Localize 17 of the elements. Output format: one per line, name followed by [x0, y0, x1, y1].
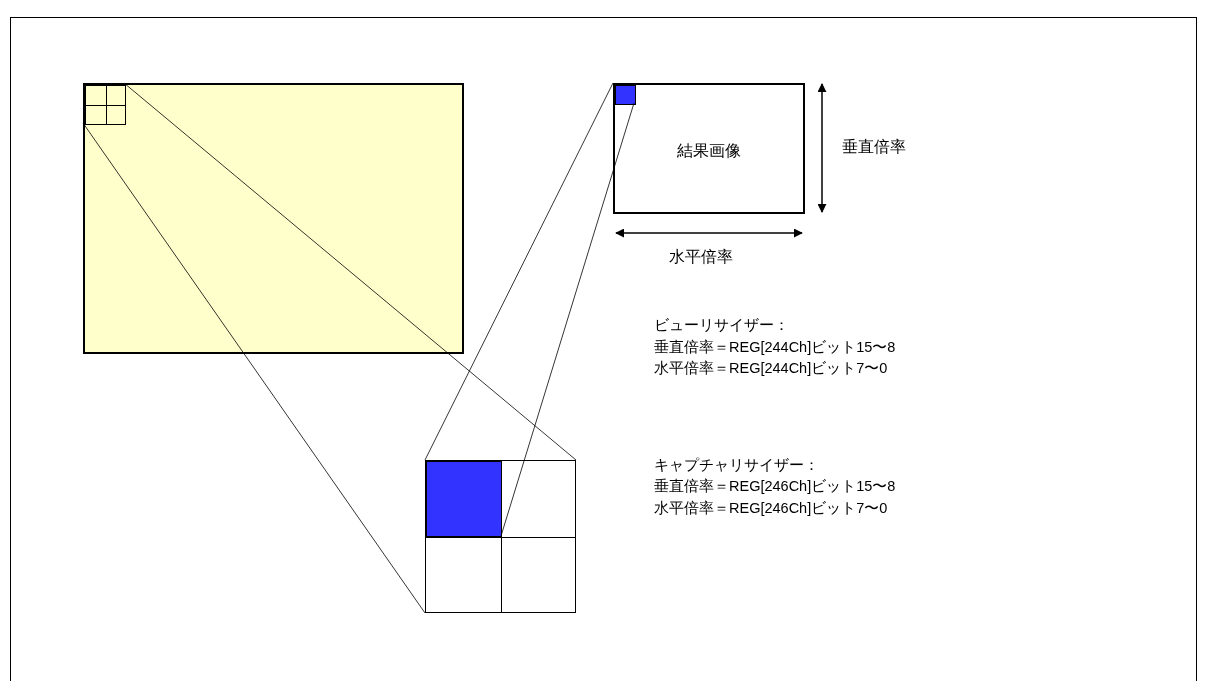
pixel-cell — [426, 461, 502, 537]
note-text: 水平倍率＝REG[244Ch]ビット7〜0 — [654, 361, 888, 376]
source-image — [83, 83, 464, 354]
enlarged-pixel-grid — [425, 460, 576, 613]
note-text: ビューリサイザー： — [654, 318, 789, 333]
image-label: 結果画像 — [676, 140, 742, 161]
zoom-line — [424, 82, 614, 461]
note-text: 水平倍率＝REG[246Ch]ビット7〜0 — [654, 501, 888, 516]
dimension-label: 水平倍率 — [669, 249, 733, 265]
result-image-box — [613, 83, 805, 214]
note-text: 垂直倍率＝REG[246Ch]ビット15〜8 — [654, 479, 896, 494]
pixel-cell — [615, 85, 636, 105]
note-text: 垂直倍率＝REG[244Ch]ビット15〜8 — [654, 340, 896, 355]
dimension-label: 垂直倍率 — [842, 139, 906, 155]
zoom-line — [500, 102, 635, 537]
note-text: キャプチャリサイザー： — [654, 458, 819, 473]
pixel-grid — [85, 85, 126, 125]
